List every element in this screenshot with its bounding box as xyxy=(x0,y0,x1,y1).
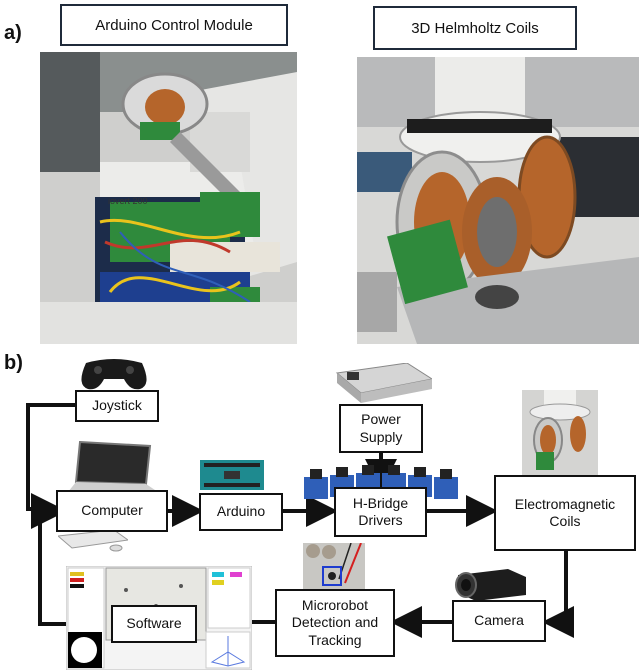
power-supply-node: Power Supply xyxy=(339,404,423,453)
tracking-view-image xyxy=(303,543,365,593)
joystick-node: Joystick xyxy=(75,390,159,422)
laptop-image xyxy=(58,440,158,492)
power-supply-image xyxy=(327,363,432,403)
computer-label: Computer xyxy=(81,502,143,519)
camera-label: Camera xyxy=(474,612,524,629)
camera-node: Camera xyxy=(452,600,546,642)
helmholtz-coils-title: 3D Helmholtz Coils xyxy=(373,6,577,50)
detection-tracking-node: Microrobot Detection and Tracking xyxy=(275,589,395,657)
helmholtz-coils-photo xyxy=(357,57,639,344)
microscope-brand-text: iovert 200 xyxy=(108,196,148,206)
coils-thumbnail-image xyxy=(522,390,598,476)
hbridge-drivers-node: H-Bridge Drivers xyxy=(334,487,427,537)
detection-tracking-label: Microrobot Detection and Tracking xyxy=(291,596,379,648)
hbridge-drivers-label: H-Bridge Drivers xyxy=(352,494,409,529)
helmholtz-coils-title-text: 3D Helmholtz Coils xyxy=(411,19,539,37)
electromagnetic-coils-label: Electromagnetic Coils xyxy=(514,495,616,530)
panel-a-label: a) xyxy=(4,22,22,44)
arduino-control-module-photo: iovert 200 xyxy=(40,52,297,344)
power-supply-label: Power Supply xyxy=(359,411,403,445)
arduino-node: Arduino xyxy=(199,493,283,531)
panel-b-label: b) xyxy=(4,352,23,374)
keyboard-image xyxy=(58,530,128,552)
computer-node: Computer xyxy=(56,490,168,532)
software-label: Software xyxy=(126,615,182,632)
arduino-module-title: Arduino Control Module xyxy=(60,4,288,46)
joystick-label: Joystick xyxy=(92,397,142,414)
arrow-coils-camera xyxy=(542,549,574,638)
electromagnetic-coils-node: Electromagnetic Coils xyxy=(494,475,636,551)
arduino-module-title-text: Arduino Control Module xyxy=(95,16,253,34)
gamepad-image xyxy=(78,357,150,391)
software-node: Software xyxy=(111,605,197,643)
arduino-label: Arduino xyxy=(216,503,266,520)
camera-image xyxy=(452,565,530,601)
arduino-board-image xyxy=(200,460,264,490)
